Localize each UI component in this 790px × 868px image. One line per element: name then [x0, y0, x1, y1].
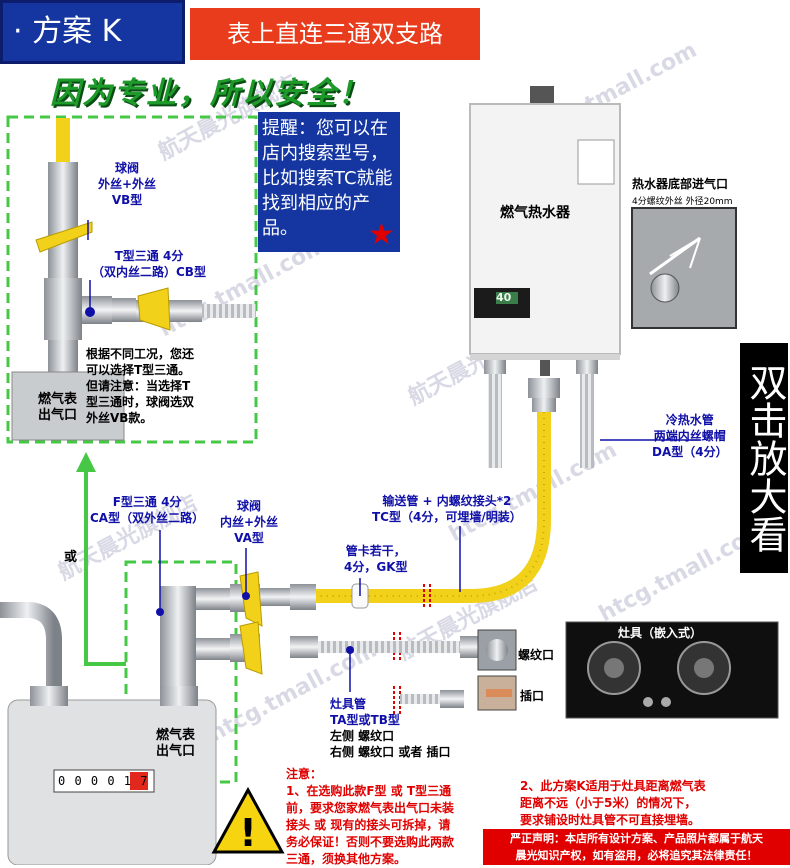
plan-label: · 方案 K	[13, 14, 122, 49]
heater-label: 燃气热水器	[500, 205, 570, 221]
top-option-outline	[6, 115, 258, 444]
tee-cb-label: T型三通 4分（双内丝二路）CB型	[92, 249, 206, 279]
thread-port-label: 螺纹口	[518, 648, 555, 662]
zoom-hint-banner: 双击放大看	[740, 343, 788, 573]
vertical-gas-pipe	[56, 118, 70, 164]
break-mark	[393, 584, 431, 714]
plug-port-label: 插口	[520, 689, 545, 703]
warning-icon	[211, 786, 285, 854]
valve-handle-vb	[35, 221, 93, 253]
heater-bottom	[470, 354, 620, 360]
water-hose-left	[488, 368, 502, 468]
clip-label: 管卡若干，4分，GK型	[344, 544, 408, 574]
stove-pipe-label: 灶具管 TA型或TB型 左侧 螺纹口 右侧 螺纹口 或者 插口	[330, 697, 451, 759]
heater-display-value: 40	[496, 291, 512, 304]
heater-flue	[530, 86, 554, 106]
energy-label-icon	[577, 139, 615, 185]
gas-pipe-tc	[296, 412, 551, 603]
alternative-arrow	[84, 470, 126, 666]
stove-hose	[316, 641, 480, 653]
meter-top	[11, 371, 125, 441]
stove-title: 灶具（嵌入式）	[618, 626, 703, 640]
heater-display	[496, 292, 518, 304]
star-icon: ★	[368, 217, 395, 252]
arrow-head	[76, 452, 96, 472]
stove-panel	[565, 621, 779, 719]
plan-title: 表上直连三通双支路	[190, 8, 480, 60]
tee-ca	[160, 586, 196, 686]
heater-inlet-spec: 4分螺纹外丝 外径20mm	[632, 197, 733, 207]
tee-cb	[44, 278, 82, 340]
copyright-banner: 严正声明：本店所有设计方案、产品照片都属于航天晨光知识产权，如有盗用，必将追究其…	[483, 829, 790, 865]
heater-inlet-title: 热水器底部进气口	[632, 177, 729, 191]
reminder-text: 提醒：您可以在店内搜索型号，比如搜索TC就能找到相应的产品。	[262, 118, 393, 239]
slogan: 因为专业，所以安全！	[50, 76, 370, 111]
notice-2: 2、此方案K适用于灶具距离燃气表距离不远（小于5米）的情况下，要求铺设时灶具管不…	[520, 779, 706, 827]
svg-text:!: !	[239, 811, 256, 855]
meter-outlet-label-bottom: 燃气表出气口	[156, 728, 196, 759]
zoom-hint-text: 双击放大看	[743, 363, 787, 553]
meter-outlet-label-top: 燃气表出气口	[38, 392, 78, 423]
inlet-photo	[631, 207, 737, 329]
plan-title-text: 表上直连三通双支路	[227, 20, 443, 48]
notice-1: 注意： 1、在选购此款F型 或 T型三通前，要求您家燃气表出气口未装接头 或 现…	[286, 767, 455, 866]
or-label: 或	[64, 550, 78, 565]
plan-badge: · 方案 K	[0, 0, 185, 64]
meter-reading: 0 0 0 0 1 7	[58, 774, 149, 788]
reminder-box: 提醒：您可以在店内搜索型号，比如搜索TC就能找到相应的产品。	[258, 112, 400, 252]
water-hose-right	[580, 368, 594, 468]
meter-inlet-pipe	[0, 602, 62, 690]
